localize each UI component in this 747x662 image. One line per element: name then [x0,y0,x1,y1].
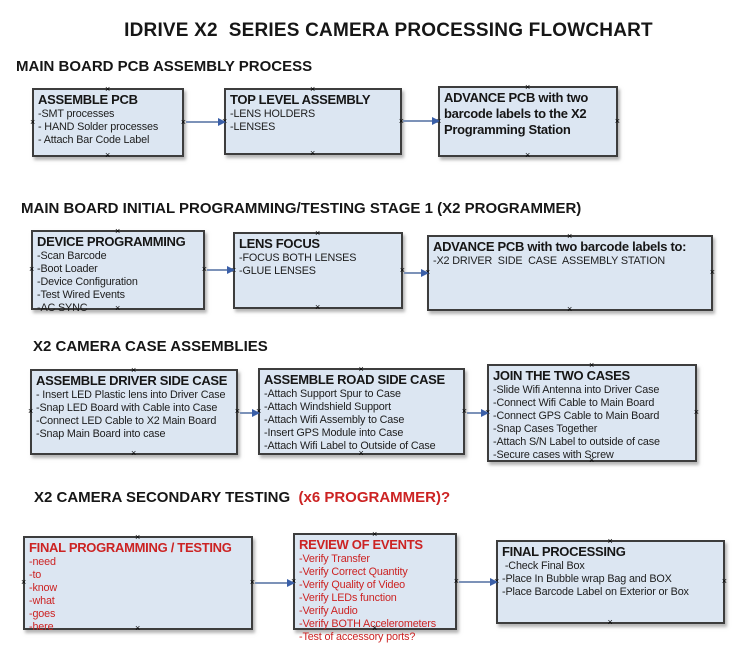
flow-box-top-level-assembly: TOP LEVEL ASSEMBLY -LENS HOLDERS -LENSES… [222,85,404,158]
section-heading-pcb-assembly: MAIN BOARD PCB ASSEMBLY PROCESS [16,58,313,75]
box-item: -goes [29,608,56,620]
heading-black-part: X2 CAMERA SECONDARY TESTING [34,489,295,506]
connection-handle-icon: × [567,304,573,314]
heading-red-part: (x6 PROGRAMMER)? [294,489,451,506]
connection-handle-icon: × [693,407,699,417]
box-item: -Place Barcode Label on Exterior or Box [502,586,689,598]
page-title: IDRIVE X2 SERIES CAMERA PROCESSING FLOWC… [124,20,653,41]
box-item: -Check Final Box [502,560,585,572]
box-item: -Verify Quality of Video [299,579,406,591]
box-item: -Insert GPS Module into Case [264,427,404,439]
box-item: -X2 DRIVER SIDE CASE ASSEMBLY STATION [433,255,665,267]
box-item: -need [29,556,56,568]
box-item: -Verify LEDs function [299,592,397,604]
flow-box-device-programming: DEVICE PROGRAMMING -Scan Barcode -Boot L… [29,227,207,315]
section-heading-case-assemblies: X2 CAMERA CASE ASSEMBLIES [33,338,268,355]
connector-arrow-icon [459,578,498,586]
box-item: -Attach Wifi Label to Outside of Case [264,440,436,452]
box-item: - HAND Solder processes [38,121,159,133]
box-item: -SMT processes [38,108,115,120]
box-item: -Device Configuration [37,276,138,288]
connection-handle-icon: × [721,576,727,586]
box-title: ASSEMBLE ROAD SIDE CASE [264,372,445,387]
box-title: LENS FOCUS [239,236,320,251]
connection-handle-icon: × [614,115,620,126]
box-item: -Verify BOTH Accelerometers [299,618,436,630]
box-item: -what [29,595,55,607]
flow-box-assemble-driver-side-case: ASSEMBLE DRIVER SIDE CASE - Insert LED P… [28,366,240,458]
box-item: -FOCUS BOTH LENSES [239,252,357,264]
flow-box-lens-focus: LENS FOCUS -FOCUS BOTH LENSES -GLUE LENS… [231,229,405,312]
connection-handle-icon: × [315,302,321,312]
connection-handle-icon: × [310,148,316,158]
box-item: -Attach Wifi Assembly to Case [264,414,405,426]
box-title: FINAL PROGRAMMING / TESTING [29,540,232,555]
box-title: DEVICE PROGRAMMING [37,234,186,249]
box-item: -LENSES [230,121,276,133]
box-title: JOIN THE TWO CASES [493,368,630,383]
connector-arrow-icon [186,118,226,126]
flow-box-advance-pcb-driver-side: ADVANCE PCB with two barcode labels to: … [425,232,715,314]
flow-box-advance-pcb-programming-station: ADVANCE PCB with two barcode labels to t… [436,83,620,160]
box-item: -Snap LED Board with Cable into Case [36,402,218,414]
box-item: -LENS HOLDERS [230,108,316,120]
box-item: -Connect Wifi Cable to Main Board [493,397,655,409]
connection-handle-icon: × [461,405,467,416]
flow-box-final-processing: FINAL PROCESSING -Check Final Box -Place… [494,537,727,627]
connection-handle-icon: × [28,406,34,416]
section-heading-secondary-testing: X2 CAMERA SECONDARY TESTING (x6 PROGRAMM… [34,489,450,506]
box-item: -Verify Transfer [299,553,370,565]
box-item: -here [29,621,54,633]
connection-handle-icon: × [525,150,531,160]
connection-handle-icon: × [131,448,137,458]
box-item: -Boot Loader [37,263,98,275]
box-item: -know [29,582,58,594]
box-item: -AC SYNC [37,302,88,314]
connection-handle-icon: × [607,617,613,627]
flow-box-final-programming-testing: FINAL PROGRAMMING / TESTING -need -to -k… [21,533,255,634]
flow-box-join-the-two-cases: JOIN THE TWO CASES -Slide Wifi Antenna i… [485,361,699,465]
box-item: -Connect LED Cable to X2 Main Board [36,415,217,427]
box-item: -Verify Correct Quantity [299,566,408,578]
connection-handle-icon: × [30,116,36,127]
connector-arrow-icon [255,579,295,587]
connector-arrow-icon [240,409,260,417]
connection-handle-icon: × [105,150,111,160]
section-heading-initial-programming: MAIN BOARD INITIAL PROGRAMMING/TESTING S… [21,200,582,217]
box-item: -Attach S/N Label to outside of case [493,436,660,448]
box-item: -Place In Bubble wrap Bag and BOX [502,573,672,585]
box-item: -Slide Wifi Antenna into Driver Case [493,384,660,396]
connection-handle-icon: × [29,264,35,274]
box-item: -to [29,569,42,581]
flow-box-assemble-road-side-case: ASSEMBLE ROAD SIDE CASE -Attach Support … [256,365,467,458]
connector-arrow-icon [404,269,429,277]
connector-arrow-icon [207,266,235,274]
box-item: -Verify Audio [299,605,358,617]
connector-arrow-icon [403,117,440,125]
box-title: ADVANCE PCB with two barcode labels to t… [444,90,588,137]
box-item: -Snap Cases Together [493,423,598,435]
box-item: - Insert LED Plastic lens into Driver Ca… [36,389,226,401]
box-item: -Connect GPS Cable to Main Board [493,410,660,422]
box-item: -Attach Support Spur to Case [264,388,401,400]
box-item: -Snap Main Board into case [36,428,166,440]
box-item: - Attach Bar Code Label [38,134,150,146]
box-item: -Secure cases with Screw [493,449,614,461]
connection-handle-icon: × [709,267,715,277]
box-title: TOP LEVEL ASSEMBLY [230,92,371,107]
box-title: ASSEMBLE DRIVER SIDE CASE [36,373,228,388]
flow-box-assemble-pcb: ASSEMBLE PCB -SMT processes - HAND Solde… [30,85,186,160]
box-title: FINAL PROCESSING [502,544,626,559]
box-title: ASSEMBLE PCB [38,92,138,107]
box-item: -Test of accessory ports? [299,631,416,643]
box-item: -GLUE LENSES [239,265,316,277]
box-item: -Test Wired Events [37,289,125,301]
box-title: ADVANCE PCB with two barcode labels to: [433,239,687,254]
connection-handle-icon: × [21,577,27,587]
connector-arrow-icon [467,409,489,417]
box-item: -Attach Windshield Support [264,401,391,413]
box-item: -Scan Barcode [37,250,107,262]
box-title: REVIEW OF EVENTS [299,537,423,552]
flow-box-review-of-events: REVIEW OF EVENTS -Verify Transfer -Verif… [291,530,459,644]
